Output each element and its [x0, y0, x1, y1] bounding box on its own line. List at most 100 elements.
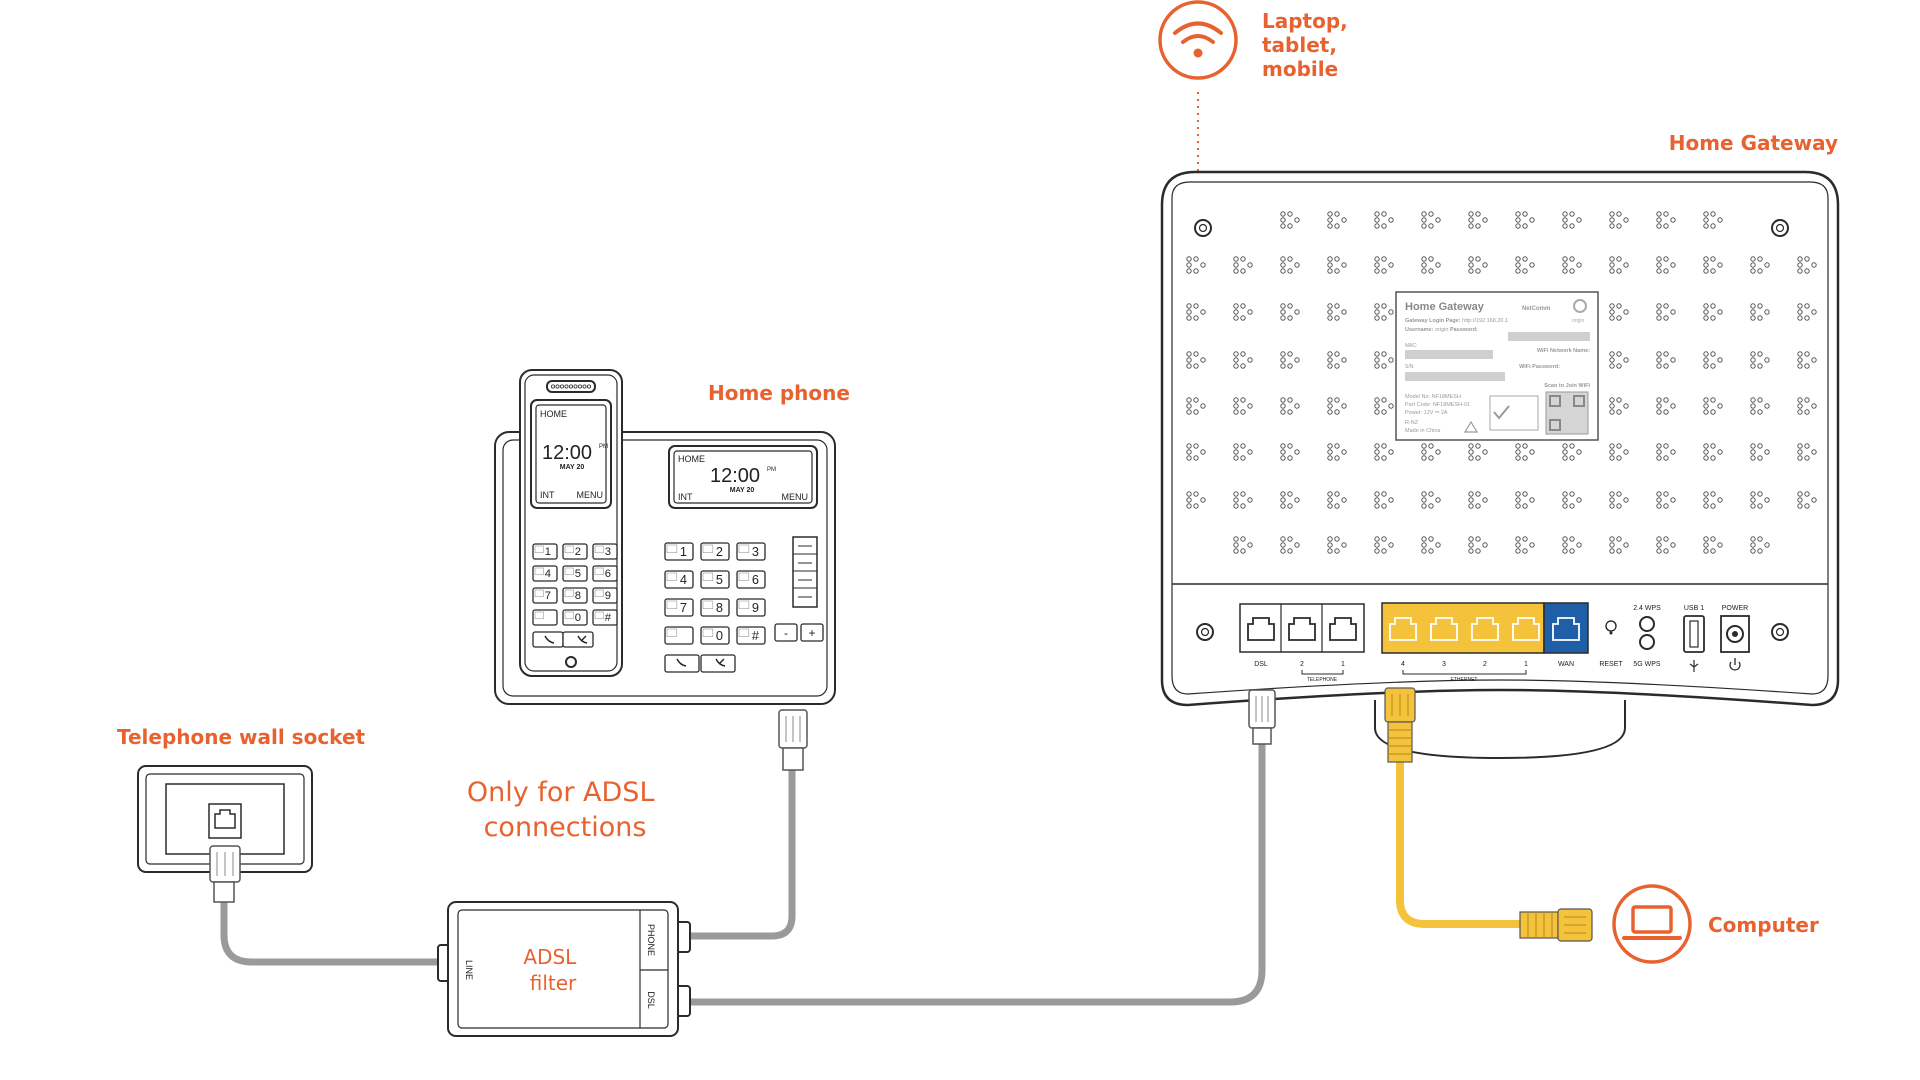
adsl-filter-line2: filter [530, 971, 577, 995]
vent-cluster [1703, 256, 1723, 274]
rj-port [1247, 617, 1275, 641]
vent-cluster [1280, 536, 1300, 554]
vent-cluster [1186, 256, 1206, 274]
base-key-label: 5 [716, 572, 723, 587]
vent-cluster [1609, 491, 1629, 509]
power-icon [1729, 658, 1741, 671]
port-label-eth-2: 2 [1483, 661, 1487, 668]
base-screen-ampm: PM [767, 467, 776, 473]
base-key-label: 0 [716, 628, 723, 643]
ethernet-plug-gateway [1384, 687, 1416, 763]
laptop-icon [1612, 884, 1692, 964]
base-key: 4 [664, 570, 694, 589]
handset-key-label: 9 [605, 590, 611, 602]
rj-port [1471, 617, 1499, 641]
power-port [1720, 615, 1750, 653]
handset-key: 5 [562, 565, 588, 582]
vent-cluster [1656, 256, 1676, 274]
base-key: 6 [736, 570, 766, 589]
port-label-wan: WAN [1558, 661, 1574, 668]
cables [220, 92, 1529, 1006]
handset-screen-date: MAY 20 [560, 464, 585, 471]
home-gateway-label: Home Gateway [1669, 131, 1838, 155]
vent-cluster [1327, 536, 1347, 554]
wall-socket-label: Telephone wall socket [117, 725, 366, 749]
vent-cluster [1656, 443, 1676, 461]
vent-cluster [1656, 536, 1676, 554]
vent-cluster [1421, 536, 1441, 554]
base-key: # [736, 626, 766, 645]
sticker-sn: S/N: [1405, 364, 1415, 370]
phone-plug [778, 709, 808, 771]
handset-key-label: 4 [545, 568, 551, 580]
vent-cluster [1797, 491, 1817, 509]
base-screen-date: MAY 20 [730, 487, 755, 494]
wifi-devices: Laptop, tablet, mobile [1158, 0, 1348, 81]
port-label-reset: RESET [1599, 661, 1623, 668]
filter-port-phone: PHONE [646, 924, 656, 956]
base-memory-keys [792, 536, 818, 608]
port-label-tel-1: 1 [1341, 661, 1345, 668]
base-key: 3 [736, 542, 766, 561]
usb-port [1683, 615, 1705, 653]
sticker-model: Model No: NF18MESH [1405, 394, 1461, 400]
vent-cluster [1750, 397, 1770, 415]
vent-cluster [1186, 303, 1206, 321]
vent-cluster [1421, 211, 1441, 229]
svg-text:ADSL filter: ADSL filter [523, 945, 582, 995]
rj-port [1552, 617, 1580, 641]
port-label-eth-1: 1 [1524, 661, 1528, 668]
sticker-region: R-NZ [1405, 420, 1419, 426]
sticker-login-label: Gateway Login Page: [1405, 318, 1461, 324]
handset-key: 9 [592, 587, 618, 604]
vent-cluster [1797, 303, 1817, 321]
handset-key-label: 6 [605, 568, 611, 580]
port-label-power: POWER [1722, 605, 1748, 612]
vent-cluster [1374, 443, 1394, 461]
base-key [664, 654, 700, 673]
vent-cluster [1609, 397, 1629, 415]
end-call-icon [715, 658, 726, 667]
vent-cluster [1280, 443, 1300, 461]
sticker-title: Home Gateway [1405, 301, 1485, 313]
vent-cluster [1703, 536, 1723, 554]
base-screen: HOME 12:00 PM MAY 20 INT MENU [668, 445, 818, 509]
call-icon [676, 658, 687, 667]
adsl-filter-line1: ADSL [523, 945, 577, 969]
svg-text:Only for ADSL connections: Only for ADSL connections [467, 777, 663, 843]
base-key: 1 [664, 542, 694, 561]
vent-cluster [1233, 256, 1253, 274]
base-key: 8 [700, 598, 730, 617]
base-extra-key-label: + [808, 626, 815, 640]
vent-cluster [1609, 536, 1629, 554]
handset-speaker [546, 380, 596, 393]
handset-key-label: 2 [575, 546, 581, 558]
base-key-label: 3 [752, 544, 759, 559]
cable-filter-to-phone [676, 766, 796, 940]
rj-port [1329, 617, 1357, 641]
adsl-filter: ADSL filter LINE PHONE DSL [437, 901, 691, 1037]
rj-port [1288, 617, 1316, 641]
vent-cluster [1515, 443, 1535, 461]
gateway-screws [1194, 219, 1789, 641]
port-label-eth-4: 4 [1401, 661, 1405, 668]
base-key: 7 [664, 598, 694, 617]
vent-cluster [1280, 256, 1300, 274]
base-extra-key-label: - [784, 626, 788, 640]
base-key: 9 [736, 598, 766, 617]
sticker-scan-label: Scan to Join WiFi [1544, 383, 1590, 389]
handset-key [532, 609, 558, 626]
vent-cluster [1703, 211, 1723, 229]
port-label-usb: USB 1 [1684, 605, 1704, 612]
vent-cluster [1233, 351, 1253, 369]
handset-key [532, 631, 564, 648]
vent-cluster [1468, 256, 1488, 274]
sticker-brand: NetComm [1522, 306, 1550, 312]
vent-cluster [1656, 397, 1676, 415]
base-key [664, 626, 694, 645]
base-key [700, 654, 736, 673]
handset-screen-time: 12:00 [542, 442, 592, 464]
handset-screen-home: HOME [540, 409, 567, 419]
